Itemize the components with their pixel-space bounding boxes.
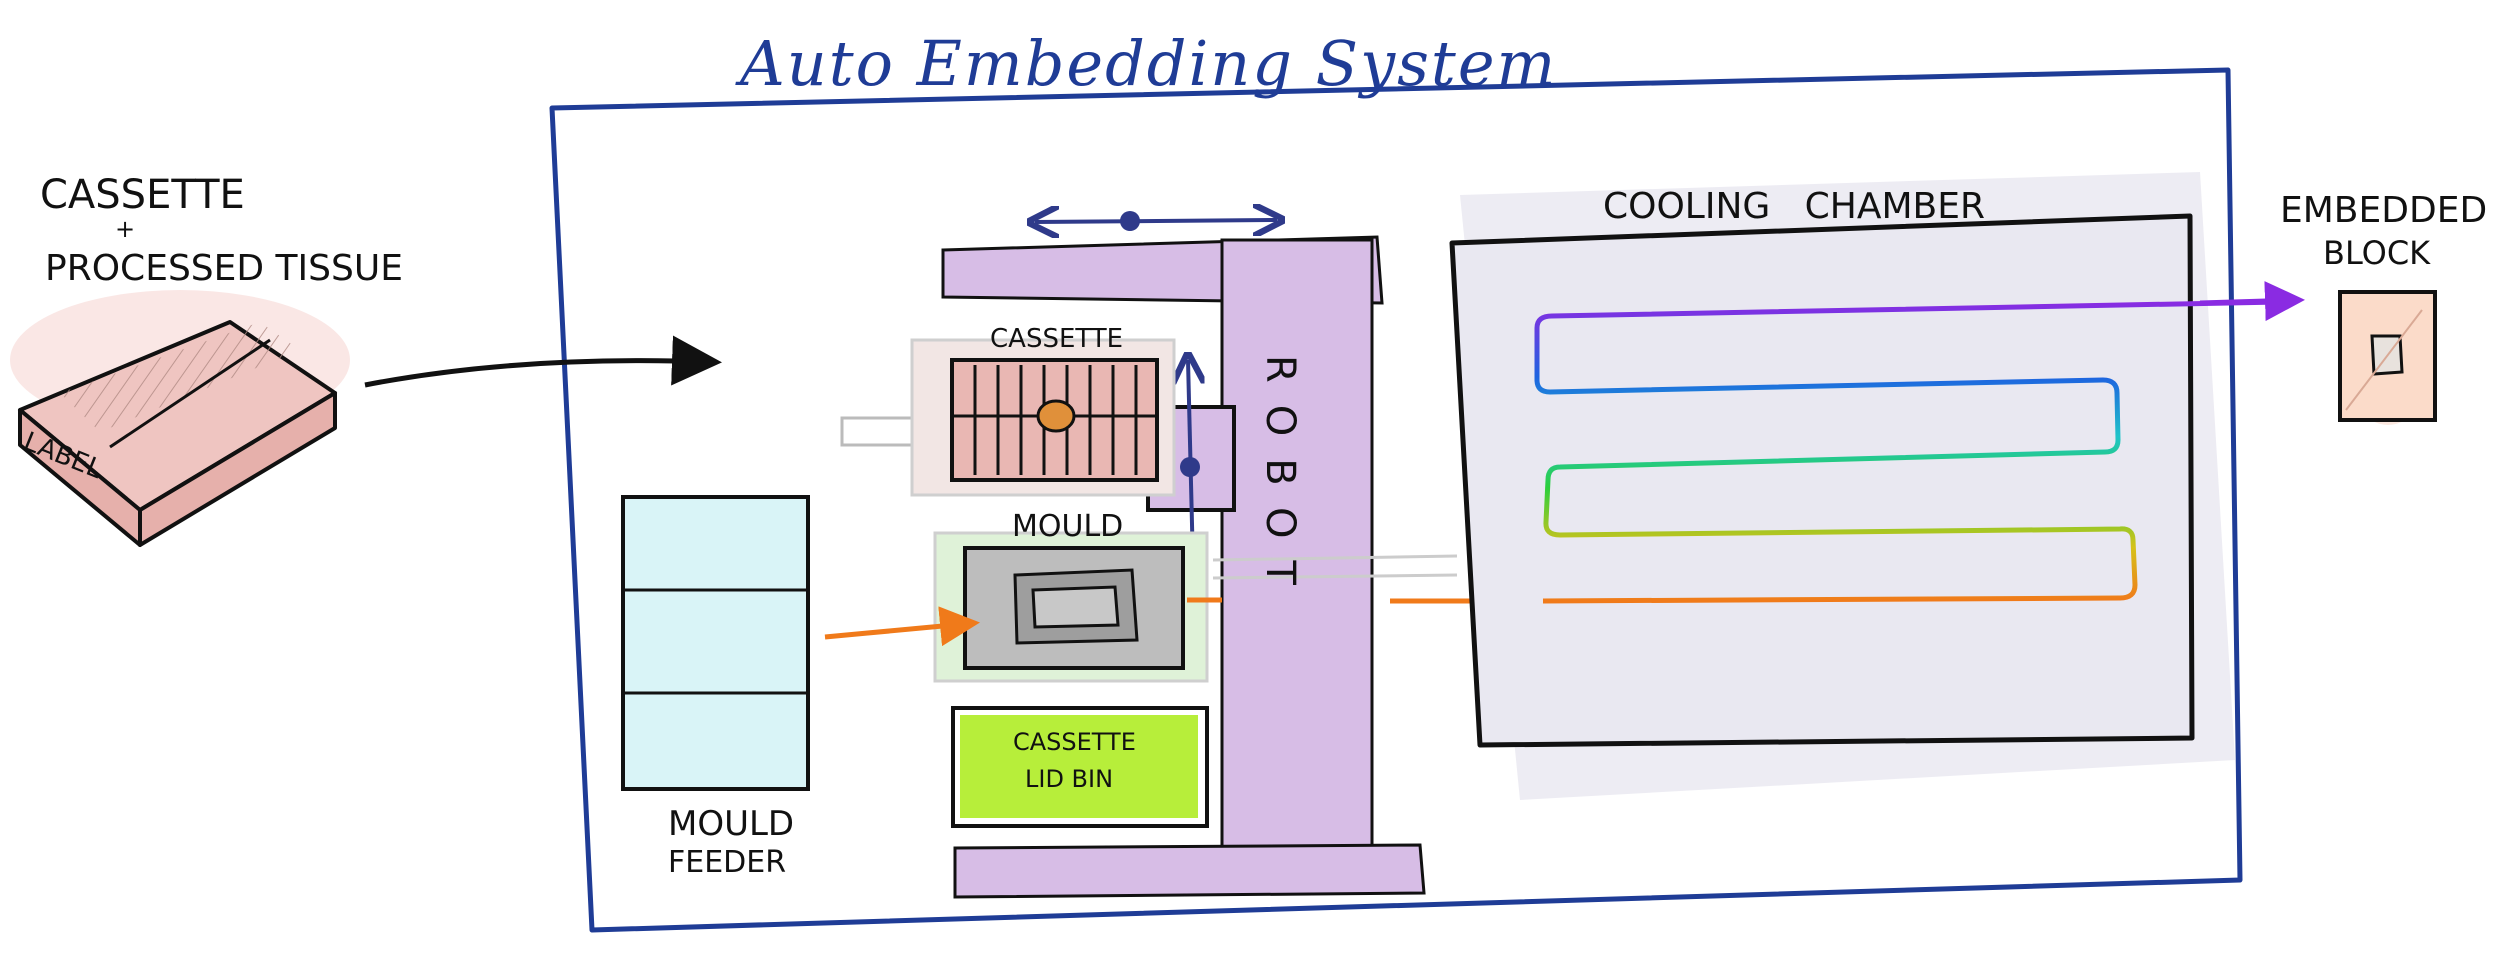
lid-bin-label-line1: CASSETTE [1013, 728, 1136, 756]
input-flow-arrow [364, 335, 722, 388]
cooling-path [1534, 299, 2281, 604]
output-label-line2: BLOCK [2323, 234, 2431, 272]
input-cassette [10, 290, 350, 547]
mould-station-label: MOULD [1012, 509, 1123, 544]
embedded-block [2338, 290, 2437, 425]
output-label-line1: EMBEDDED [2280, 190, 2487, 231]
input-label-plus: + [115, 215, 135, 243]
feeder-label-line1: MOULD [668, 804, 794, 844]
cassette-station [840, 338, 1176, 497]
cassette-lid-bin [951, 706, 1209, 828]
diagram-title: Auto Embedding System [735, 27, 1557, 100]
input-label-line1: CASSETTE [40, 172, 245, 218]
system-frame [549, 67, 2243, 933]
robot-axis-arrows [1035, 211, 1277, 565]
feeder-label-line2: FEEDER [668, 845, 786, 880]
cooling-chamber-label: COOLING CHAMBER [1603, 186, 1985, 227]
lid-bin-label-line2: LID BIN [1025, 765, 1113, 793]
mould-feeder [621, 495, 810, 791]
feeder-to-mould-arrow [824, 606, 980, 647]
cooling-chamber [1449, 172, 2235, 800]
input-label-line2: PROCESSED TISSUE [45, 248, 403, 289]
robot-label: ROBOT [1257, 355, 1303, 607]
mould-station [933, 531, 1458, 683]
cassette-station-label: CASSETTE [990, 324, 1123, 354]
output-flow-arrow [2199, 281, 2305, 322]
